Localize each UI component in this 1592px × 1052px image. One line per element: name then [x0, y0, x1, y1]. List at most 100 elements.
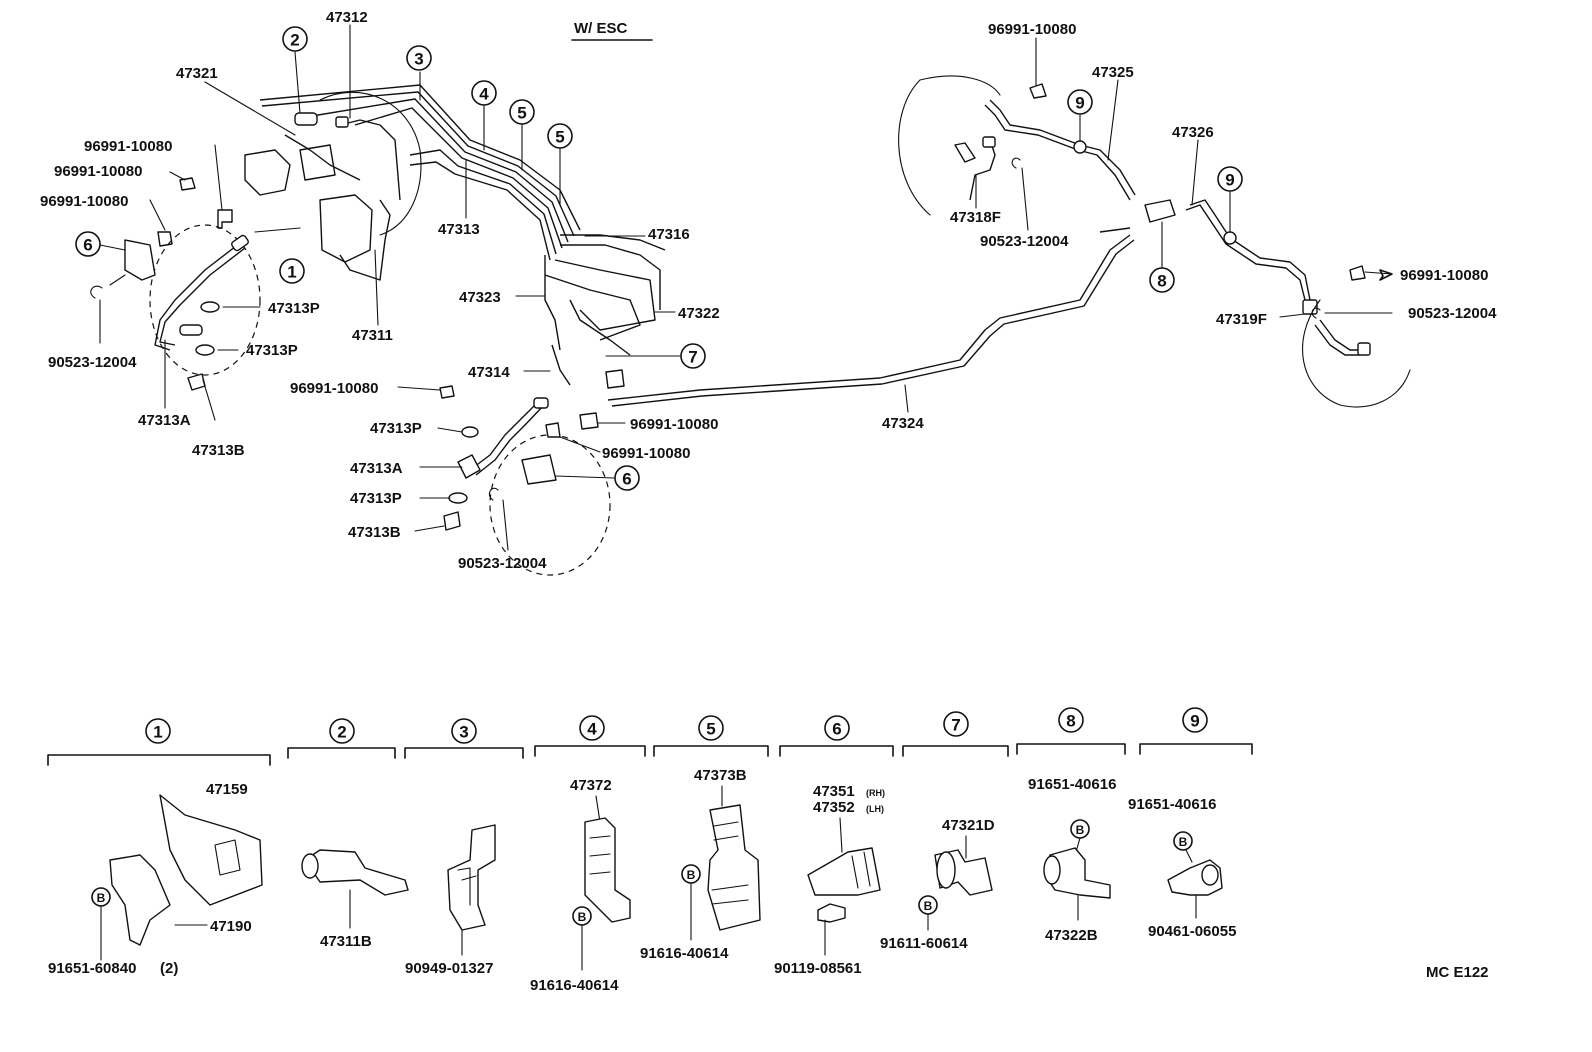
svg-text:47373B: 47373B	[694, 767, 747, 784]
label-47312: 47312	[326, 9, 368, 26]
svg-text:47321D: 47321D	[942, 817, 995, 834]
left-front-detail-circle	[149, 224, 261, 376]
label-47313A-a: 47313A	[138, 412, 191, 429]
svg-text:47322B: 47322B	[1045, 927, 1098, 944]
svg-text:B: B	[924, 899, 933, 913]
svg-text:4: 4	[479, 85, 489, 104]
callout-6b: 6	[614, 465, 640, 491]
diagram-code: MC E122	[1426, 964, 1489, 981]
svg-text:(RH): (RH)	[866, 788, 885, 798]
svg-text:90949-01327: 90949-01327	[405, 960, 493, 977]
svg-text:91611-60614: 91611-60614	[880, 935, 968, 952]
svg-text:9: 9	[1190, 712, 1199, 731]
label-47326: 47326	[1172, 124, 1214, 141]
callout-4: 4	[471, 80, 497, 106]
label-96991-d: 96991-10080	[290, 380, 378, 397]
svg-text:9: 9	[1075, 94, 1084, 113]
svg-text:6: 6	[832, 720, 841, 739]
svg-text:(LH): (LH)	[866, 804, 884, 814]
callout-7: 7	[680, 343, 706, 369]
svg-text:7: 7	[951, 716, 960, 735]
rear-brake-pipe	[607, 234, 1131, 401]
rear-right-brake	[1185, 199, 1411, 408]
callout-8: 8	[1149, 267, 1175, 293]
svg-text:5: 5	[706, 720, 715, 739]
svg-text:90461-06055: 90461-06055	[1148, 923, 1236, 940]
label-47323: 47323	[459, 289, 501, 306]
label-47313: 47313	[438, 221, 480, 238]
label-47325: 47325	[1092, 64, 1134, 81]
leader-lines	[99, 24, 1393, 551]
group-9: 9 91651-40616 B 90461-06055	[1128, 707, 1253, 940]
label-47318F: 47318F	[950, 209, 1001, 226]
label-47313P-b: 47313P	[246, 342, 298, 359]
label-47321: 47321	[176, 65, 218, 82]
svg-text:47159: 47159	[206, 781, 248, 798]
rear-left-brake	[898, 75, 1176, 223]
callout-5b: 5	[547, 123, 573, 149]
label-47313P-d: 47313P	[350, 490, 402, 507]
svg-text:5: 5	[555, 128, 564, 147]
svg-text:B: B	[687, 868, 696, 882]
callout-3: 3	[406, 45, 432, 71]
callout-1: 1	[279, 258, 305, 284]
group-6: 6 47351 (RH) 47352 (LH) 90119-08561	[774, 715, 894, 977]
master-cylinder-lines	[157, 84, 666, 356]
diagram-title: W/ ESC	[574, 20, 628, 37]
svg-text:3: 3	[414, 50, 423, 69]
callouts-upper: 2 3 4 5 5 6 1 7 6 9 8 9	[75, 26, 1243, 491]
svg-text:B: B	[1076, 823, 1085, 837]
svg-text:91651-40616: 91651-40616	[1028, 776, 1116, 793]
svg-text:91651-40616: 91651-40616	[1128, 796, 1216, 813]
callout-9a: 9	[1067, 89, 1093, 115]
label-47313B-a: 47313B	[192, 442, 245, 459]
svg-text:5: 5	[517, 104, 526, 123]
svg-text:(2): (2)	[160, 960, 178, 977]
group-5: 5 47373B B 91616-40614	[640, 715, 769, 962]
label-47322: 47322	[678, 305, 720, 322]
group-3: 3 90949-01327	[404, 718, 524, 977]
svg-text:2: 2	[337, 723, 346, 742]
group-8: 8 91651-40616 B 47322B	[1016, 707, 1126, 944]
svg-text:91651-60840: 91651-60840	[48, 960, 136, 977]
label-90523-c: 90523-12004	[980, 233, 1069, 250]
svg-text:B: B	[97, 891, 106, 905]
parts-breakdown: 1 47159 47190 B 91651-60840 (2) 2 47311B…	[47, 707, 1253, 994]
label-47313P-a: 47313P	[268, 300, 320, 317]
callout-2: 2	[282, 26, 308, 52]
label-47311: 47311	[352, 327, 393, 344]
group-1: 1 47159 47190 B 91651-60840 (2)	[47, 718, 271, 977]
left-front-hose	[90, 227, 301, 391]
label-96991-a: 96991-10080	[84, 138, 172, 155]
label-96991-b: 96991-10080	[54, 163, 142, 180]
svg-text:47311B: 47311B	[320, 933, 372, 950]
svg-text:B: B	[1179, 835, 1188, 849]
callout-9b: 9	[1217, 166, 1243, 192]
svg-text:3: 3	[459, 723, 468, 742]
svg-text:1: 1	[153, 723, 162, 742]
label-47319F: 47319F	[1216, 311, 1267, 328]
svg-text:1: 1	[287, 263, 296, 282]
label-96991-f: 96991-10080	[602, 445, 690, 462]
svg-text:8: 8	[1066, 712, 1075, 731]
svg-text:47190: 47190	[210, 918, 252, 935]
callout-5a: 5	[509, 99, 535, 125]
label-96991-e: 96991-10080	[630, 416, 718, 433]
label-90523-d: 90523-12004	[1408, 305, 1497, 322]
label-90523-a: 90523-12004	[48, 354, 137, 371]
label-47316: 47316	[648, 226, 690, 243]
label-47313A-b: 47313A	[350, 460, 403, 477]
svg-text:B: B	[578, 910, 587, 924]
group-2: 2 47311B	[287, 718, 409, 950]
label-47324: 47324	[882, 415, 924, 432]
svg-text:91616-40614: 91616-40614	[530, 977, 619, 994]
group-4: 4 47372 B 91616-40614	[530, 715, 646, 994]
svg-text:90119-08561: 90119-08561	[774, 960, 862, 977]
svg-text:6: 6	[622, 470, 631, 489]
svg-text:8: 8	[1157, 272, 1166, 291]
label-47313P-c: 47313P	[370, 420, 422, 437]
svg-text:91616-40614: 91616-40614	[640, 945, 729, 962]
svg-text:2: 2	[290, 31, 299, 50]
label-47314: 47314	[468, 364, 510, 381]
